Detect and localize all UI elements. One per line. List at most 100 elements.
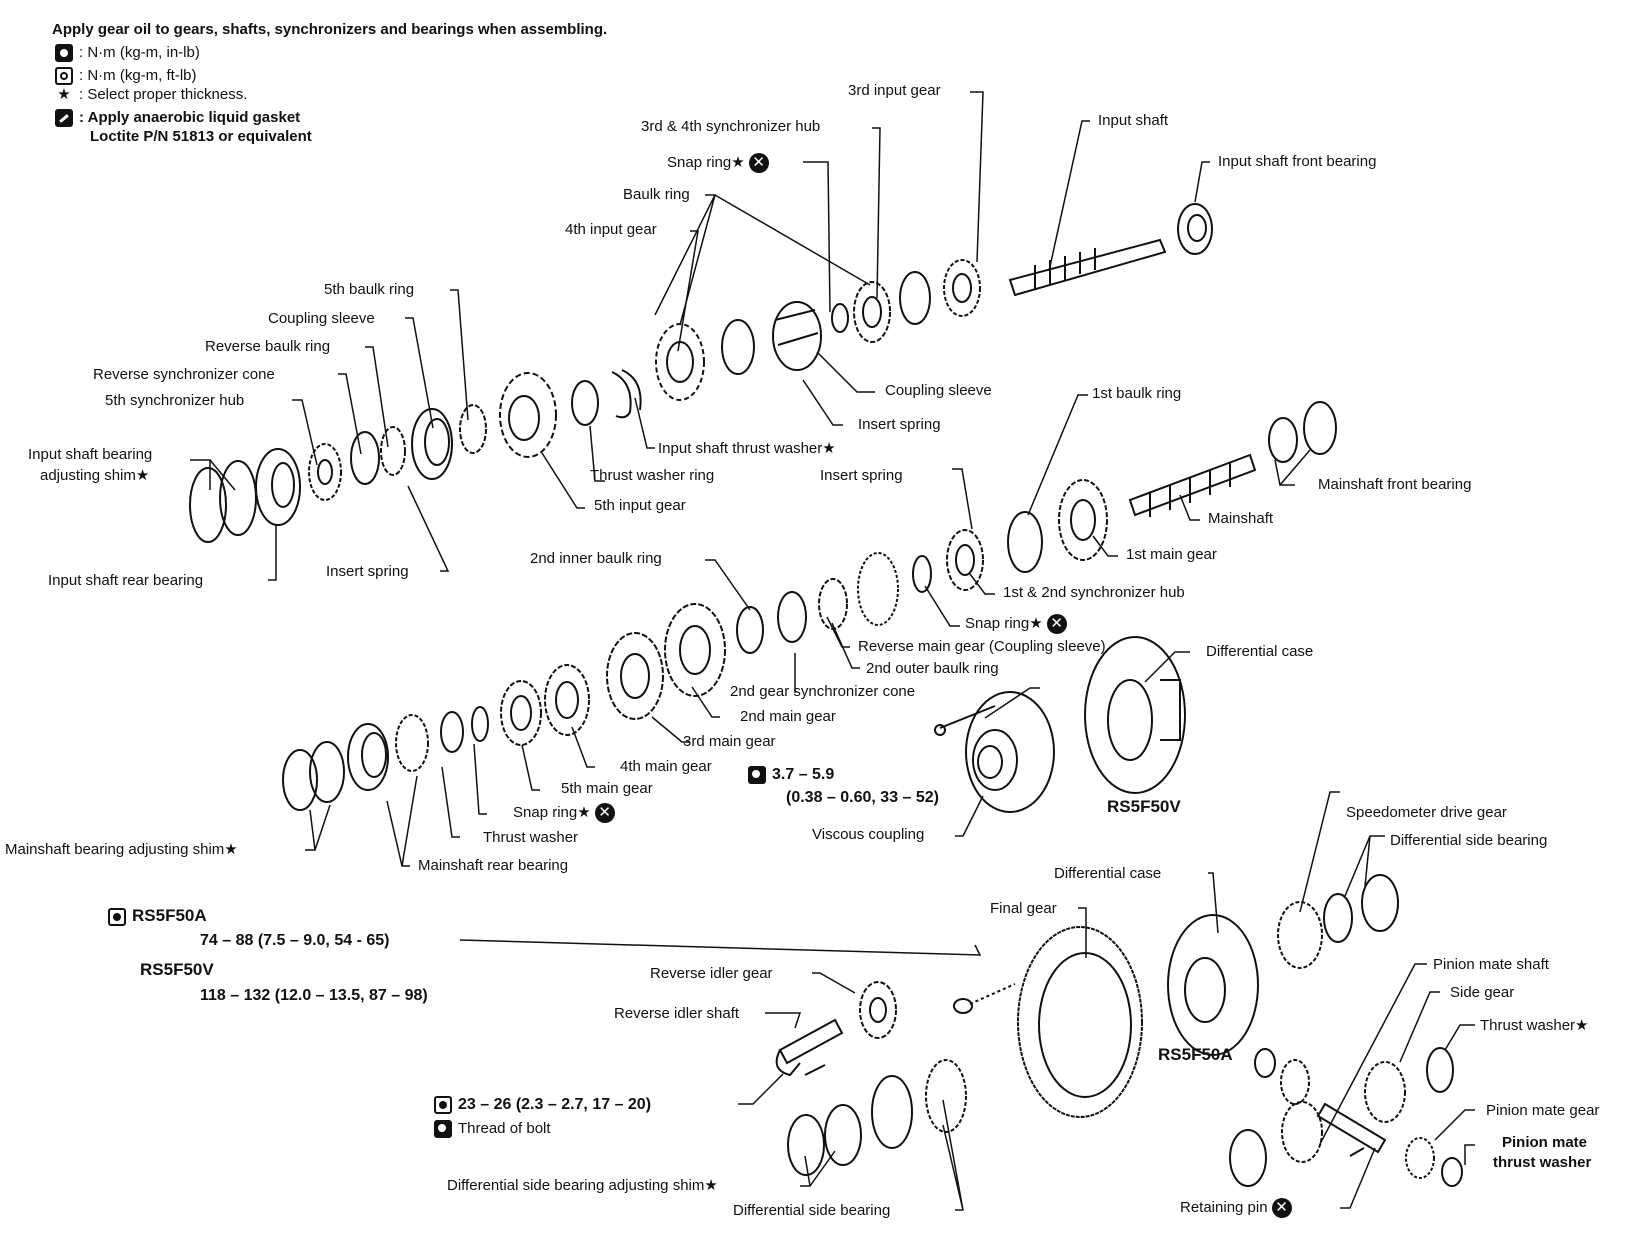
replace-part-icon: ✕ <box>748 153 769 173</box>
legend-gasket-text: : Apply anaerobic liquid gasket <box>79 109 301 126</box>
label-reverse-idler-shaft: Reverse idler shaft <box>614 1005 740 1022</box>
retaining-pin <box>1349 1147 1365 1157</box>
label-viscous-coupling: Viscous coupling <box>812 826 925 843</box>
label-thrust-washer-right: Thrust washer★ <box>1480 1017 1589 1034</box>
thrust-washer-main <box>440 711 464 753</box>
torque-wrench-outline-icon <box>434 1096 452 1114</box>
final-gear <box>1017 926 1143 1118</box>
label-sync-hub-34: 3rd & 4th synchronizer hub <box>641 118 821 135</box>
label-input-bearing-shim-1: Input shaft bearing <box>28 446 153 463</box>
third-input-gear <box>943 259 981 317</box>
torque-wrench-filled-icon <box>55 43 73 62</box>
label-mainshaft-shim: Mainshaft bearing adjusting shim★ <box>5 841 238 858</box>
legend-ftlb-text: : N·m (kg-m, ft-lb) <box>79 67 197 84</box>
reverse-main-gear <box>857 552 899 626</box>
second-gear-sync-cone <box>777 591 807 643</box>
label-side-gear: Side gear <box>1450 984 1515 1001</box>
baulk-ring-3rd <box>899 271 931 325</box>
legend-inlb-text: : N·m (kg-m, in-lb) <box>79 44 200 61</box>
label-third-input-gear: 3rd input gear <box>848 82 941 99</box>
label-reverse-sync-cone: Reverse synchronizer cone <box>93 366 275 383</box>
coupling-sleeve-fifth <box>411 408 453 480</box>
input-shaft-front-bearing <box>1177 203 1213 255</box>
baulk-ring-4th <box>721 319 755 375</box>
label-model-a-right: RS5F50A <box>1158 1045 1233 1064</box>
coupling-sleeve-34 <box>772 301 822 371</box>
side-gear <box>1280 1059 1406 1163</box>
label-torque-bolt: 23 – 26 (2.3 – 2.7, 17 – 20) <box>434 1096 651 1114</box>
liquid-gasket-icon <box>55 108 73 127</box>
label-model-a-left: RS5F50A <box>108 907 207 926</box>
differential-shim <box>787 1104 862 1176</box>
label-coupling-sleeve-left: Coupling sleeve <box>268 310 375 327</box>
label-insert-spring-top: Insert spring <box>858 416 941 433</box>
replace-part-icon: ✕ <box>1271 1198 1292 1218</box>
mainshaft-rear-bearing <box>347 714 429 791</box>
snap-ring-12 <box>912 555 932 593</box>
reverse-idler-gear <box>859 981 897 1039</box>
reverse-synchronizer-cone <box>350 431 380 485</box>
snap-ring-34 <box>831 303 849 333</box>
label-second-outer-baulk: 2nd outer baulk ring <box>866 660 999 677</box>
label-thread-of-bolt: Thread of bolt <box>434 1120 551 1139</box>
legend-header: Apply gear oil to gears, shafts, synchro… <box>52 21 608 38</box>
differential-case-a <box>1167 914 1259 1056</box>
fourth-main-gear <box>544 664 590 736</box>
label-speedo-gear: Speedometer drive gear <box>1346 804 1507 821</box>
second-main-gear <box>664 603 726 697</box>
legend-select-text: : Select proper thickness. <box>79 86 248 103</box>
sync-hub-12 <box>946 529 984 591</box>
fifth-synchronizer-hub <box>308 443 342 501</box>
torque-wrench-outline-icon <box>55 66 73 85</box>
label-mainshaft-rear-bearing: Mainshaft rear bearing <box>418 857 569 874</box>
pinion-mate-thrust-washer <box>1441 1157 1463 1187</box>
label-differential-case-top: Differential case <box>1206 643 1314 660</box>
label-second-main-gear: 2nd main gear <box>740 708 836 725</box>
label-snap-ring-top: Snap ring★✕ <box>667 153 769 173</box>
replace-part-icon: ✕ <box>594 803 615 823</box>
differential-side-bearing-right <box>1323 874 1399 943</box>
label-insert-spring-mid: Insert spring <box>820 467 903 484</box>
label-input-shaft: Input shaft <box>1098 112 1169 129</box>
label-fourth-main-gear: 4th main gear <box>620 758 712 775</box>
reverse-baulk-ring <box>380 426 406 476</box>
label-diff-side-bearing-right: Differential side bearing <box>1390 832 1548 849</box>
label-reverse-main-gear: Reverse main gear (Coupling sleeve) <box>858 638 1106 655</box>
replace-part-icon: ✕ <box>1046 614 1067 634</box>
label-retaining-pin: Retaining pin✕ <box>1180 1198 1292 1218</box>
legend-row-ftlb: : N·m (kg-m, ft-lb) <box>55 64 607 87</box>
mainshaft-front-bearing <box>1268 401 1337 463</box>
second-outer-baulk-ring <box>818 578 848 630</box>
label-diff-side-bearing-low: Differential side bearing <box>733 1202 891 1219</box>
label-torque-fg-v: 118 – 132 (12.0 – 13.5, 87 – 98) <box>200 987 428 1004</box>
label-pinion-mate-thrust-2: thrust washer <box>1493 1154 1592 1171</box>
label-input-shaft-rear-bearing: Input shaft rear bearing <box>48 572 204 589</box>
label-input-thrust-washer: Input shaft thrust washer★ <box>658 440 836 457</box>
label-final-gear: Final gear <box>990 900 1057 917</box>
label-mainshaft: Mainshaft <box>1208 510 1274 527</box>
final-gear-bolt <box>953 983 1016 1014</box>
label-coupling-sleeve-right: Coupling sleeve <box>885 382 992 399</box>
input-shaft-thrust-washer <box>611 369 642 419</box>
label-torque-fg-a: 74 – 88 (7.5 – 9.0, 54 - 65) <box>200 932 390 949</box>
legend-row-select: ★ : Select proper thickness. <box>55 83 607 106</box>
leader-lines <box>190 91 1475 1211</box>
torque-wrench-outline-icon <box>108 907 126 926</box>
third-main-gear <box>606 632 664 720</box>
mainshaft <box>1128 453 1257 517</box>
label-third-main-gear: 3rd main gear <box>683 733 776 750</box>
label-first-main-gear: 1st main gear <box>1126 546 1217 563</box>
legend: Apply gear oil to gears, shafts, synchro… <box>52 18 608 148</box>
label-sync-hub-12: 1st & 2nd synchronizer hub <box>1003 584 1185 601</box>
label-thrust-washer: Thrust washer <box>483 829 579 846</box>
input-shaft <box>1008 238 1167 297</box>
label-differential-case-low: Differential case <box>1054 865 1162 882</box>
label-fifth-baulk-ring: 5th baulk ring <box>324 281 415 298</box>
viscous-coupling <box>934 691 1055 813</box>
label-torque-vc-1: 3.7 – 5.9 <box>748 766 834 784</box>
label-second-inner-baulk: 2nd inner baulk ring <box>530 550 662 567</box>
thrust-washer-ring <box>571 380 599 426</box>
reverse-idler-shaft <box>775 1018 844 1077</box>
fifth-baulk-ring <box>459 404 487 454</box>
speedometer-drive-gear <box>1277 901 1323 969</box>
